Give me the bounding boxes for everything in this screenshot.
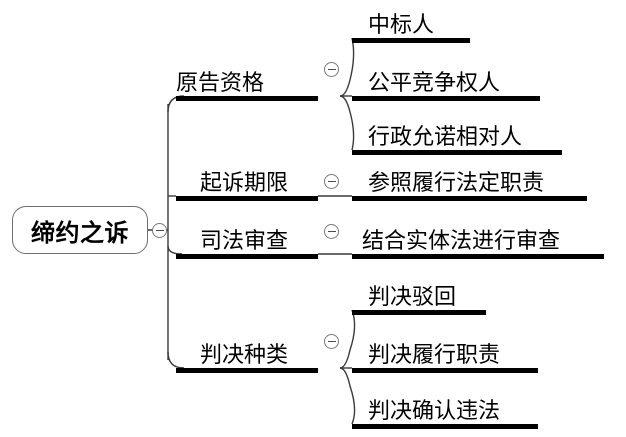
leaf-node-underline	[352, 96, 540, 101]
branch-node-underline	[176, 96, 318, 101]
leaf-node-canzhaolvxingfadingzhize[interactable]: 参照履行法定职责	[352, 160, 587, 201]
leaf-node-underline	[352, 368, 538, 373]
branch-1-collapse-toggle[interactable]	[324, 62, 339, 77]
leaf-node-label: 行政允诺相对人	[368, 125, 523, 150]
branch-node-panjuezhonglei[interactable]: 判决种类	[176, 332, 318, 373]
leaf-node-label: 判决驳回	[368, 285, 457, 310]
root-node-label: 缔约之诉	[31, 218, 129, 247]
root-collapse-toggle[interactable]	[152, 223, 167, 238]
branch-node-underline	[176, 196, 318, 201]
leaf-node-label: 中标人	[368, 13, 435, 38]
branch-node-sifashencha[interactable]: 司法审查	[176, 218, 318, 259]
leaf-node-label: 判决确认违法	[368, 399, 501, 424]
branch-node-label: 判决种类	[200, 343, 289, 368]
leaf-node-label: 公平竞争权人	[368, 71, 501, 96]
branch-node-underline	[176, 254, 318, 259]
branch-node-label: 原告资格	[176, 71, 265, 96]
leaf-node-underline	[352, 196, 587, 201]
branch-node-underline	[176, 368, 318, 373]
leaf-node-underline	[352, 150, 562, 155]
leaf-node-jiehexhitifajinxingshencha[interactable]: 结合实体法进行审查	[352, 218, 604, 259]
leaf-node-xingzhengyunnuoxiangduiren[interactable]: 行政允诺相对人	[352, 114, 562, 155]
leaf-node-label: 参照履行法定职责	[368, 171, 545, 196]
leaf-node-gongpingjingzhengquanren[interactable]: 公平竞争权人	[352, 60, 540, 101]
leaf-node-underline	[352, 38, 470, 43]
branch-3-collapse-toggle[interactable]	[324, 224, 339, 239]
branch-node-qisuqixian[interactable]: 起诉期限	[176, 160, 318, 201]
leaf-node-label: 判决履行职责	[368, 343, 501, 368]
branch-4-collapse-toggle[interactable]	[324, 334, 339, 349]
leaf-node-underline	[352, 424, 538, 429]
leaf-node-zhongbiaoren[interactable]: 中标人	[352, 2, 470, 43]
branch-node-yuangaozige[interactable]: 原告资格	[176, 60, 318, 101]
branch-node-label: 司法审查	[200, 229, 289, 254]
leaf-node-underline	[352, 310, 486, 315]
branch-node-label: 起诉期限	[200, 171, 289, 196]
branch-2-collapse-toggle[interactable]	[324, 174, 339, 189]
leaf-node-label: 结合实体法进行审查	[362, 229, 561, 254]
leaf-node-panjuebohui[interactable]: 判决驳回	[352, 274, 486, 315]
root-node[interactable]: 缔约之诉	[12, 206, 148, 254]
leaf-node-panjuelvxingzhize[interactable]: 判决履行职责	[352, 332, 538, 373]
leaf-node-panjuequerenweifa[interactable]: 判决确认违法	[352, 388, 538, 429]
leaf-node-underline	[352, 254, 604, 259]
